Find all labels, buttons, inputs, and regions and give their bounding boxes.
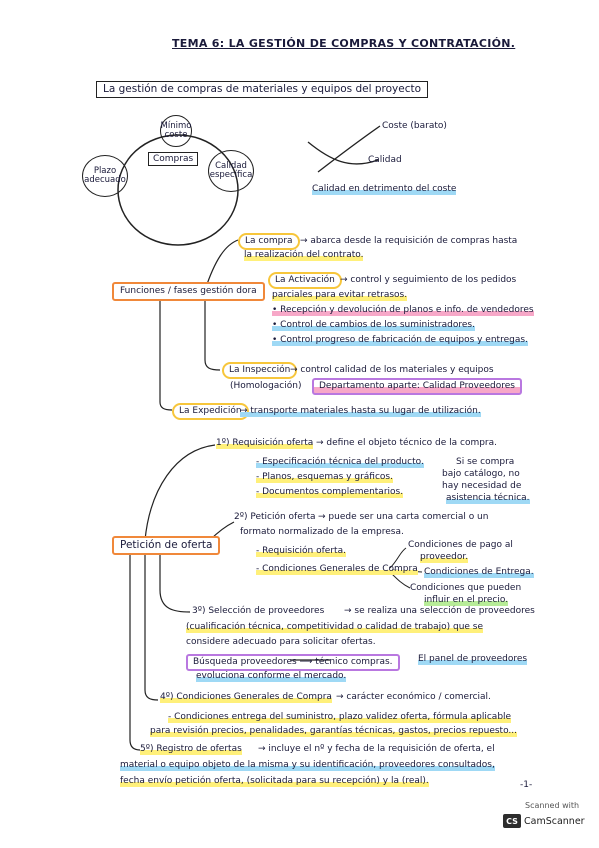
compra-text2: la realización del contrato. (244, 250, 364, 261)
scanner-caption: Scanned with (525, 801, 580, 810)
activacion-bullet2: • Control de cambios de los suministrado… (272, 320, 475, 331)
step3-text4: evoluciona conforme el mercado. (196, 671, 347, 682)
step2-bullet2: - Condiciones Generales de Compra (256, 564, 418, 575)
activacion-title: La Activación (268, 272, 342, 289)
step2-title: 2º) Petición oferta (234, 512, 316, 522)
circle-plazo: Plazo adecuado (82, 155, 128, 197)
step1-side1: Si se compra (456, 457, 515, 467)
step2-side1a: Condiciones de pago al (408, 540, 513, 550)
expedicion-text: → transporte materiales hasta su lugar d… (240, 406, 481, 417)
peticion-label: Petición de oferta (112, 536, 221, 555)
scanner-badge: Scanned with CS CamScanner (503, 800, 589, 840)
step5-text2: material o equipo objeto de la misma y s… (120, 760, 495, 771)
cost-curve (317, 125, 381, 173)
cost-label: Coste (barato) (382, 121, 447, 131)
step1-side4: asistencia técnica. (446, 493, 530, 504)
step3-side: El panel de proveedores (418, 654, 528, 665)
step2-bullet1: - Requisición oferta. (256, 546, 346, 557)
step3-text2: (cualificación técnica, competitividad o… (186, 622, 484, 633)
activacion-text1: → control y seguimiento de los pedidos (340, 275, 517, 285)
step1-text: → define el objeto técnico de la compra. (316, 438, 498, 448)
step3-title: 3º) Selección de proveedores (192, 606, 325, 616)
quality-note: Calidad en detrimento del coste (312, 184, 457, 195)
scanner-brand: CamScanner (524, 816, 585, 827)
quality-label: Calidad (368, 155, 402, 165)
step1-title: 1º) Requisición oferta (216, 438, 314, 449)
circle-calidad: Calidad específica (208, 150, 254, 192)
step5-text3: fecha envío petición oferta, (solicitada… (120, 776, 429, 787)
step4-text2: - Condiciones entrega del suministro, pl… (168, 712, 512, 723)
step5-text1: → incluye el nº y fecha de la requisició… (258, 744, 495, 754)
funciones-label: Funciones / fases gestión dora (112, 282, 265, 301)
circle-min-cost: Mínimo coste (160, 115, 192, 147)
step1-side2: bajo catálogo, no (442, 469, 520, 479)
section-subtitle: La gestión de compras de materiales y eq… (96, 81, 429, 98)
step1-side3: hay necesidad de (442, 481, 522, 491)
quality-curve (307, 141, 379, 165)
step5-title: 5º) Registro de ofertas (140, 744, 242, 755)
camscanner-logo-icon: CS (503, 814, 521, 828)
step1-bullet2: - Planos, esquemas y gráficos. (256, 472, 393, 483)
activacion-bullet3: • Control progreso de fabricación de equ… (272, 335, 528, 346)
step1-bullet3: - Documentos complementarios. (256, 487, 404, 498)
expedicion-title: La Expedición (172, 403, 249, 420)
step2-side1b: proveedor. (420, 552, 469, 563)
step1-bullet1: - Especificación técnica del producto. (256, 457, 424, 468)
step2-text1: → puede ser una carta comercial o un (318, 512, 489, 522)
inspeccion-title: La Inspección (222, 362, 298, 379)
inspeccion-text2: (Homologación) (230, 381, 302, 391)
step3-text3: considere adecuado para solicitar oferta… (186, 637, 376, 647)
step2-side3a: Condiciones que pueden (410, 583, 522, 593)
page-title: TEMA 6: LA GESTIÓN DE COMPRAS Y CONTRATA… (172, 37, 516, 50)
compra-title: La compra (238, 233, 300, 250)
circle-center-compras: Compras (148, 152, 199, 166)
step2-side2: Condiciones de Entrega. (424, 567, 534, 578)
step4-title: 4º) Condiciones Generales de Compra (160, 692, 332, 703)
inspeccion-text1: → control calidad de los materiales y eq… (290, 365, 494, 375)
step2-side3b: influir en el precio. (424, 595, 509, 606)
activacion-bullet1: • Recepción y devolución de planos e inf… (272, 305, 534, 316)
page-number: -1- (520, 780, 533, 790)
inspeccion-department-box: Departamento aparte: Calidad Proveedores (312, 378, 522, 395)
step3-box: Búsqueda proveedores ⟶ técnico compras. (186, 654, 400, 671)
step4-text3: para revisión precios, penalidades, gara… (150, 726, 518, 737)
step4-text1: → carácter económico / comercial. (336, 692, 491, 702)
step2-text2: formato normalizado de la empresa. (240, 527, 404, 537)
compra-text1: → abarca desde la requisición de compras… (300, 236, 518, 246)
activacion-text2: parciales para evitar retrasos. (272, 290, 408, 301)
step3-text1: → se realiza una selección de proveedore… (344, 606, 535, 616)
